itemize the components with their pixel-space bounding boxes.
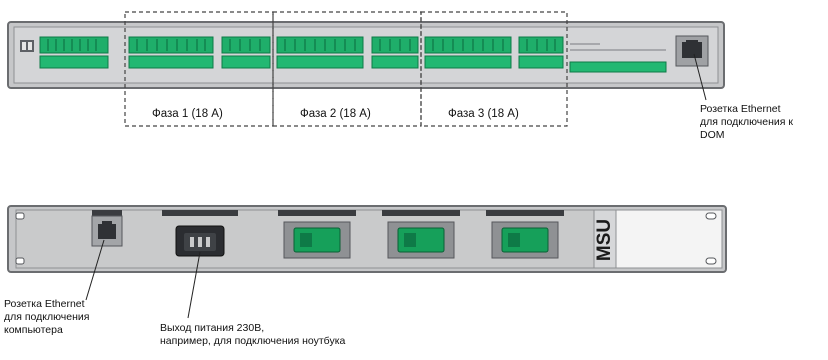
terminal-block-phase2-a: [276, 36, 364, 69]
phase-3-label: Фаза 3 (18 А): [448, 108, 519, 120]
annotation-ethernet-pc: Розетка Ethernet для подключения компьют…: [4, 298, 89, 337]
leader-ethernet-pc: [85, 239, 105, 301]
power-outlet-icon: [162, 210, 238, 257]
annotation-line: например, для подключения ноутбука: [160, 335, 346, 347]
annotation-line: для подключения: [4, 311, 90, 323]
terminal-block-phase1-a: [128, 36, 214, 69]
phase-2-label: Фаза 2 (18 А): [300, 108, 371, 120]
terminal-ticks: [47, 39, 556, 51]
switch-1-icon: [278, 210, 356, 259]
terminal-block-control: [569, 43, 667, 73]
ethernet-socket-dom-icon: [675, 35, 709, 67]
annotation-line: Розетка Ethernet: [4, 298, 85, 310]
left-logo-icon: [20, 40, 34, 52]
annotation-power-out: Выход питания 230В, например, для подклю…: [160, 322, 345, 348]
annotation-line: компьютера: [4, 324, 63, 336]
annotation-line: Выход питания 230В,: [160, 322, 265, 334]
annotation-ethernet-dom: Розетка Ethernet для подключения к DOM: [700, 103, 793, 142]
terminal-block-phase3-b: [518, 36, 564, 69]
leader-power-out: [187, 251, 201, 319]
brand-label: MSU: [594, 218, 615, 262]
terminal-block-phase2-b: [371, 36, 419, 69]
top-panel: [7, 21, 725, 89]
terminal-block-phase3-a: [424, 36, 512, 69]
terminal-block-left: [39, 36, 109, 69]
switch-2-icon: [382, 210, 460, 259]
rack-holes: [15, 212, 717, 265]
switch-3-icon: [486, 210, 564, 259]
annotation-line: для подключения к: [700, 116, 793, 128]
ethernet-socket-pc-icon: [91, 210, 123, 247]
leader-ethernet-dom: [693, 53, 707, 101]
phase-1-label: Фаза 1 (18 А): [152, 108, 223, 120]
annotation-line: DOM: [700, 129, 725, 141]
phase-dashed-boxes: [124, 11, 568, 127]
terminal-block-phase1-b: [221, 36, 271, 69]
annotation-line: Розетка Ethernet: [700, 103, 781, 115]
